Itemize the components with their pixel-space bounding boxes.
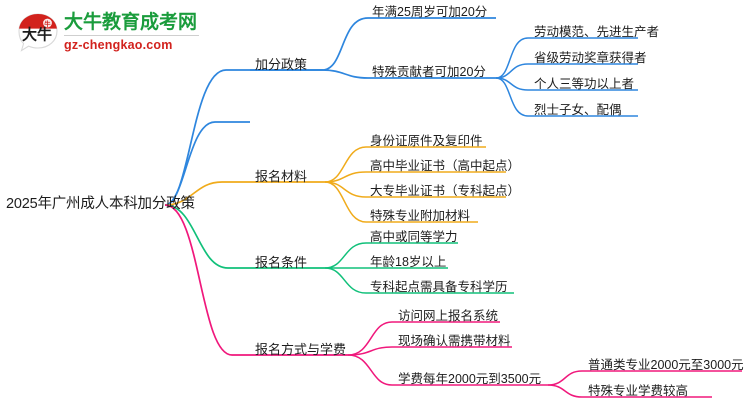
logo-text: 大牛教育成考网 gz-chengkao.com — [64, 12, 199, 52]
logo-divider — [64, 35, 199, 36]
node-college-degree-required[interactable]: 专科起点需具备专科学历 — [370, 280, 508, 294]
node-college-diploma[interactable]: 大专毕业证书（专科起点） — [370, 184, 521, 198]
node-special-major-tuition[interactable]: 特殊专业学费较高 — [588, 384, 689, 398]
wire-conditions-to-college-degree — [324, 267, 514, 294]
node-online-registration-system[interactable]: 访问网上报名系统 — [398, 309, 499, 323]
node-martyr-family[interactable]: 烈士子女、配偶 — [534, 103, 622, 117]
wire-tuition-to-general-major — [547, 370, 742, 386]
node-third-class-merit[interactable]: 个人三等功以上者 — [534, 77, 635, 91]
node-tuition-per-year[interactable]: 学费每年2000元到3500元 — [398, 372, 542, 386]
node-special-major-extra-docs[interactable]: 特殊专业附加材料 — [370, 209, 471, 223]
node-age-18-plus[interactable]: 年龄18岁以上 — [370, 255, 447, 269]
wire-materials-to-highschool-cert — [324, 171, 506, 183]
wire-root-to-materials — [164, 181, 325, 206]
wire-special-to-martyr-family — [495, 77, 638, 117]
wire-root-in-jiafen — [164, 69, 250, 206]
wire-root-to-enroll-fee — [164, 204, 348, 356]
wire-special-to-model-worker — [495, 37, 638, 79]
node-general-major-tuition[interactable]: 普通类专业2000元至3000元 — [588, 358, 744, 372]
node-onsite-confirmation-docs[interactable]: 现场确认需携带材料 — [398, 334, 511, 348]
wire-tuition-to-special-major — [547, 384, 712, 398]
wire-special-to-provincial-medal — [495, 63, 638, 79]
logo-name-cn: 大牛教育成考网 — [64, 12, 198, 33]
wire-jiafen-spine — [250, 70, 322, 122]
wire-enrollfee-to-tuition-range — [347, 354, 548, 386]
logo-name-en: gz-chengkao.com — [64, 38, 173, 52]
root-node-label[interactable]: 2025年广州成人本科加分政策 — [6, 196, 195, 212]
site-logo: 牛 大牛 大牛教育成考网 gz-chengkao.com — [8, 6, 199, 62]
wire-root-to-conditions — [164, 204, 325, 269]
branch-label-jiafen-policy[interactable]: 加分政策 — [255, 57, 308, 72]
node-highschool-diploma[interactable]: 高中毕业证书（高中起点） — [370, 159, 521, 173]
branch-label-application-conditions[interactable]: 报名条件 — [255, 255, 308, 270]
wire-materials-to-extra-docs — [324, 181, 478, 223]
node-model-worker[interactable]: 劳动模范、先进生产者 — [534, 25, 660, 39]
node-id-card-copy[interactable]: 身份证原件及复印件 — [370, 134, 483, 148]
wire-conditions-to-highschool-level — [324, 242, 458, 269]
node-age-25-bonus[interactable]: 年满25周岁可加20分 — [372, 5, 488, 19]
svg-text:大牛: 大牛 — [22, 26, 52, 44]
branch-label-enrollment-and-tuition[interactable]: 报名方式与学费 — [255, 342, 347, 357]
node-provincial-medal[interactable]: 省级劳动奖章获得者 — [534, 51, 647, 65]
node-special-contributor-bonus[interactable]: 特殊贡献者可加20分 — [372, 65, 486, 79]
wire-enrollfee-to-online-system — [347, 321, 500, 356]
wire-jiafen-to-special — [321, 69, 496, 79]
daniu-logo-icon: 牛 大牛 — [18, 13, 58, 52]
svg-text:牛: 牛 — [44, 19, 51, 28]
branch-label-application-materials[interactable]: 报名材料 — [255, 169, 308, 184]
wire-enrollfee-to-onsite-confirm — [347, 346, 512, 356]
node-highschool-or-equivalent[interactable]: 高中或同等学力 — [370, 230, 458, 244]
wire-jiafen-to-age25 — [321, 17, 496, 71]
